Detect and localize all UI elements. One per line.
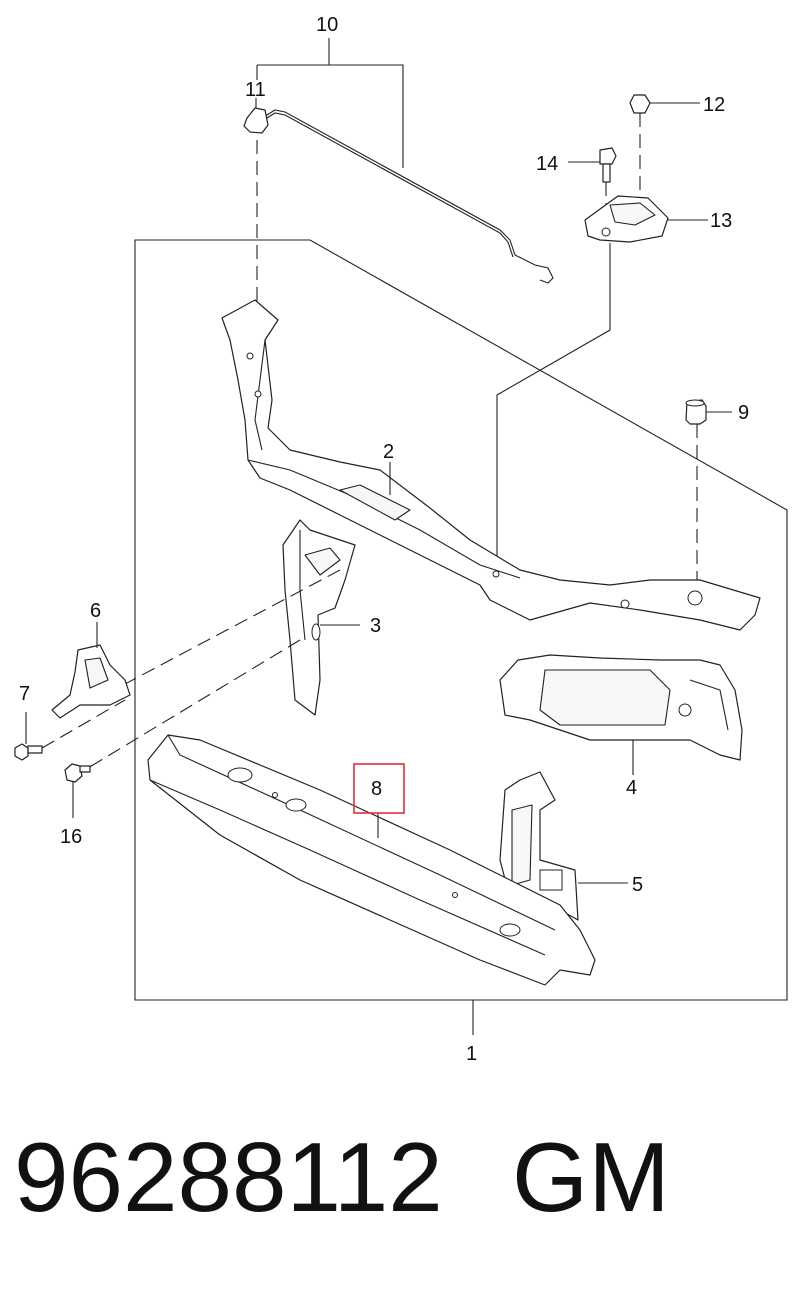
highlight-box: [353, 763, 405, 814]
bolt-7: [14, 712, 43, 761]
callout-1: 1: [466, 1043, 477, 1065]
part-number: 96288112: [14, 1122, 443, 1232]
assembly-outline: [134, 239, 788, 1001]
manufacturer-name: GM: [512, 1122, 670, 1232]
callout-12: 12: [703, 94, 725, 116]
callout-13: 13: [710, 210, 732, 232]
bracket-13: [584, 195, 708, 243]
callout-8: 8: [371, 778, 382, 800]
latch-6: [51, 622, 131, 719]
lower-tie-bar-8: [147, 734, 596, 986]
callout-2: 2: [383, 441, 394, 463]
clip-11: [243, 98, 269, 134]
callout-10: 10: [316, 14, 338, 36]
callout-9: 9: [738, 402, 749, 424]
callout-5: 5: [632, 874, 643, 896]
headlamp-bracket-4: [499, 654, 743, 775]
center-bracket-3: [282, 519, 360, 716]
stop-9: [685, 399, 732, 592]
bumper-12: [629, 94, 700, 210]
callout-11: 11: [245, 79, 266, 101]
callout-3: 3: [370, 615, 381, 637]
callout-6: 6: [90, 600, 101, 622]
upper-tie-bar-2: [221, 299, 761, 631]
callout-4: 4: [626, 777, 637, 799]
callout-16: 16: [60, 826, 82, 848]
nut-16: [64, 763, 91, 818]
hood-cable: [261, 109, 554, 284]
callout-14: 14: [536, 153, 558, 175]
exploded-parts-diagram: 1 2 3 4 5 6 7 8 9 10 11 12 13 14 16: [14, 14, 788, 1065]
callout-7: 7: [19, 683, 30, 705]
